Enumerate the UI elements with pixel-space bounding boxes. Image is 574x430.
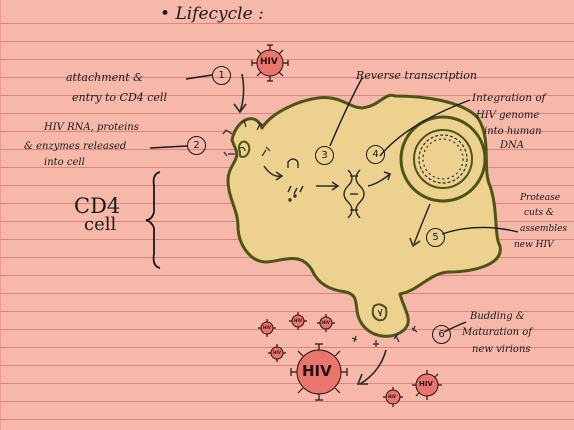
step-3-number: 3 — [315, 146, 334, 165]
step-5-line-3: assembles — [520, 224, 568, 234]
arrow-assembly — [409, 203, 431, 248]
viral-dna-helix — [343, 169, 365, 219]
virion-label-large: HIV — [302, 362, 332, 380]
virion-label-right-1: HIV — [419, 380, 433, 388]
step-6-line-3: new virions — [472, 344, 531, 355]
virion-label-right-2: HIV — [388, 394, 396, 399]
step-5-line-2: cuts & — [524, 208, 554, 218]
arrow-entry — [233, 73, 247, 114]
virion-spikes — [251, 44, 442, 407]
arrow-to-dna — [316, 181, 340, 191]
page-title: • Lifecycle : — [160, 4, 264, 24]
virion-label-small-1: HIV — [263, 325, 271, 330]
step-2-number: 2 — [187, 136, 206, 155]
cd4-label-line-2: cell — [84, 214, 117, 235]
step-6-line-1: Budding & — [470, 311, 525, 322]
step-1-line-2: entry to CD4 cell — [72, 91, 167, 104]
step-1-line-1: attachment & — [66, 71, 143, 84]
step-4-number: 4 — [366, 145, 385, 164]
step-6-line-2: Maturation of — [462, 327, 532, 338]
step-4-line-2: HIV genome — [476, 110, 540, 121]
step-4-line-1: Integration of — [472, 92, 546, 104]
step-2-line-2: & enzymes released — [24, 141, 127, 152]
arrow-release — [356, 349, 387, 385]
step-2-line-3: into cell — [44, 157, 85, 168]
step-5-line-1: Protease — [520, 193, 561, 203]
step-1-number: 1 — [212, 66, 231, 85]
virion-label-small-2: HIV — [294, 318, 302, 323]
cd4-label-line-1: CD4 — [74, 194, 121, 218]
step-6-number: 6 — [432, 325, 451, 344]
nucleus — [399, 115, 487, 203]
virion-label-small-4: HIV — [273, 350, 281, 355]
cell-brace — [145, 171, 161, 269]
arrow-to-nucleus — [367, 171, 391, 187]
virion-label-attaching: HIV — [260, 57, 278, 67]
title-text: Lifecycle : — [175, 4, 264, 24]
released-rna — [287, 158, 304, 202]
step-2-line-1: HIV RNA, proteins — [44, 122, 139, 133]
step-5-line-4: new HIV — [514, 240, 554, 250]
step-4-line-4: DNA — [500, 140, 524, 151]
step-4-line-3: into human — [484, 126, 542, 137]
cell-receptors — [222, 119, 418, 347]
arrow-to-rna — [263, 165, 284, 181]
step-5-number: 5 — [426, 228, 445, 247]
step-3-line-1: Reverse transcription — [356, 69, 478, 82]
virion-label-small-3: HIV — [322, 320, 330, 325]
